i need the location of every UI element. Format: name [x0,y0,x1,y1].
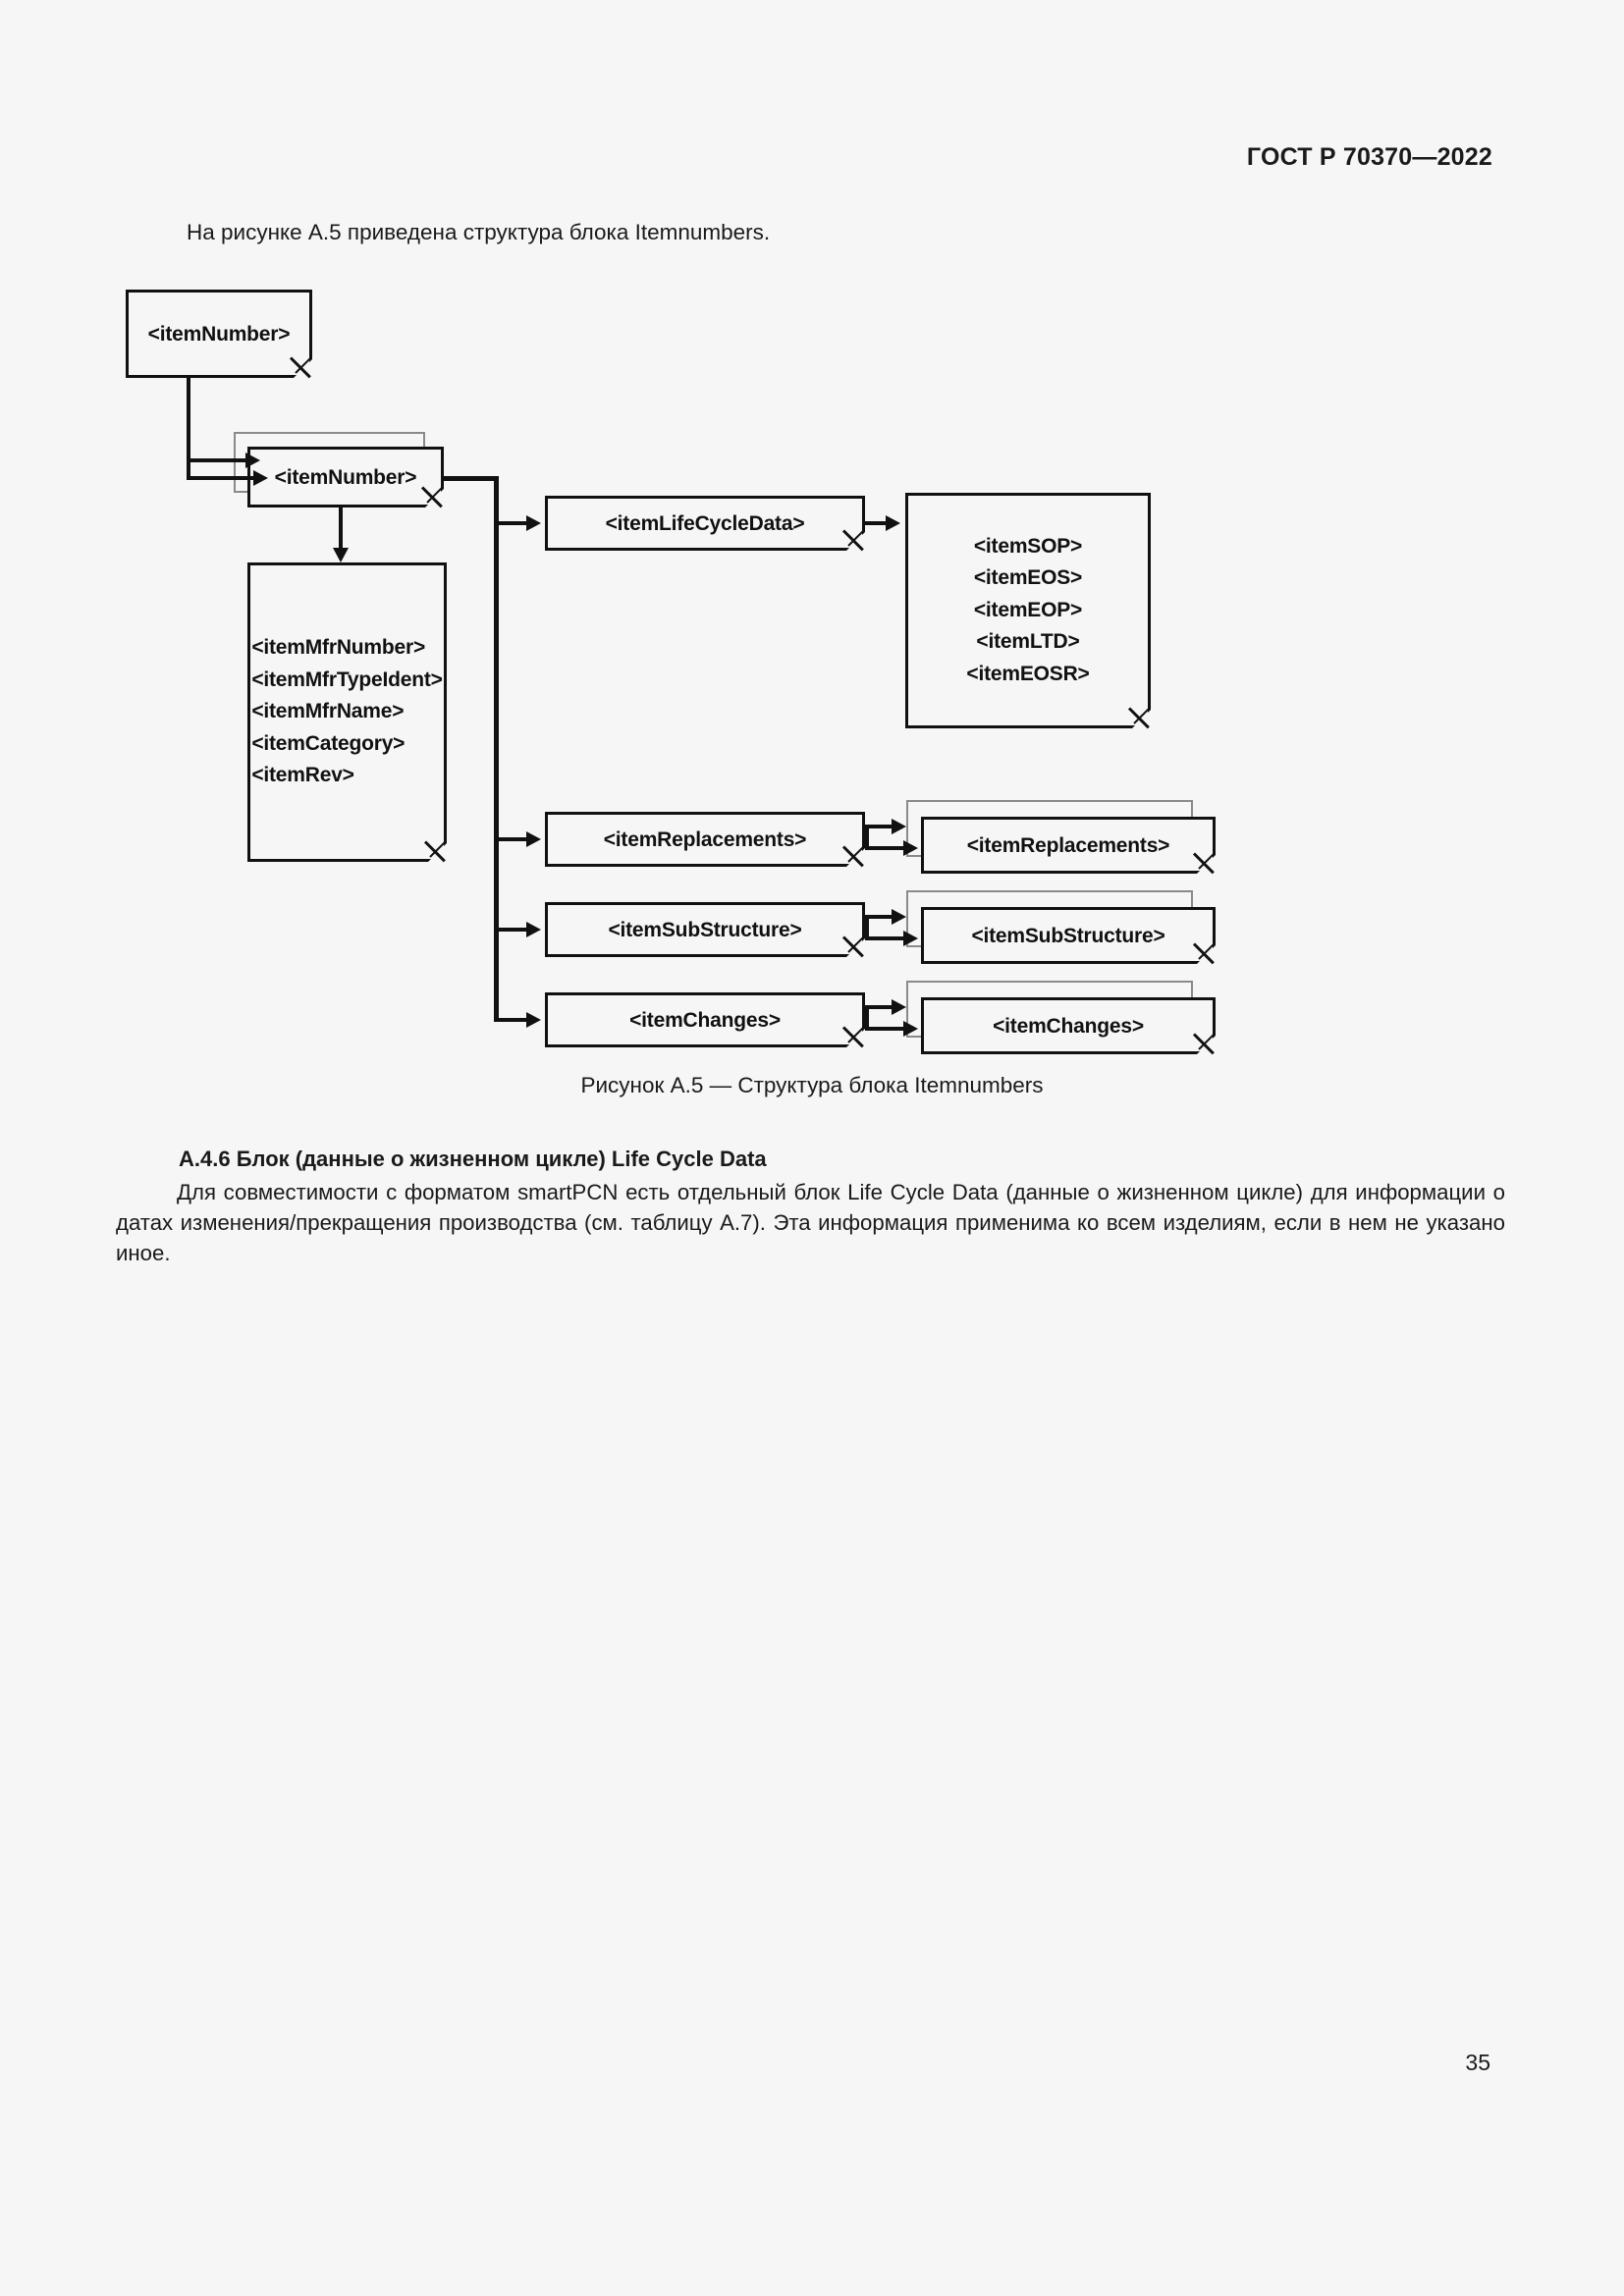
connector-trunk-horizontal [442,476,498,481]
connector-root-branch-lower [187,476,257,480]
connector-substructure-horizontal [865,915,895,919]
node-label-line: <itemCategory> [251,731,406,755]
connector-root-arrow-upper [245,453,260,468]
node-shape [905,493,1151,728]
node-label: <itemReplacements> [603,828,807,851]
connector-root-vertical [187,375,190,461]
intro-paragraph: На рисунке А.5 приведена структура блока… [187,220,771,244]
node-label: <itemChanges> [629,1008,781,1032]
node-label-list: <itemSOP> <itemEOS> <itemEOP> <itemLTD> … [960,531,1095,691]
connector-branch-substructure [494,928,529,932]
node-label-line: <itemSOP> [973,534,1083,558]
document-header-standard-number: ГОСТ Р 70370—2022 [1246,143,1492,171]
connector-replacements-horizontal-lower [865,846,907,850]
figure-a5-diagram: <itemNumber> <itemNumber> <itemMfrNumber… [98,265,1502,1080]
connector-replacements-horizontal [865,825,895,828]
node-item-number: <itemNumber> [247,447,444,507]
section-body-text: Для совместимости с форматом smartPCN ес… [116,1180,1505,1265]
connector-branch-changes [494,1018,529,1022]
node-root-item-number: <itemNumber> [126,290,312,378]
node-label-line: <itemMfrName> [251,700,405,723]
connector-branch-substructure-arrow [526,922,541,937]
connector-replacements-arrow-upper [892,819,906,834]
figure-caption: Рисунок А.5 — Структура блока Itemnumber… [580,1073,1044,1097]
node-label-list: <itemMfrNumber> <itemMfrTypeIdent> <item… [245,632,448,792]
connector-trunk-vertical [494,476,499,1022]
node-label-line: <itemMfrNumber> [251,636,426,660]
connector-changes-drop [865,1005,869,1031]
node-label-line: <itemLTD> [976,630,1080,654]
node-shape [545,812,865,867]
node-label: <itemSubStructure> [971,924,1165,947]
page-number: 35 [1465,2050,1490,2075]
node-shape [921,907,1216,964]
connector-lifecycle-to-group [865,521,889,525]
node-label: <itemChanges> [993,1014,1144,1038]
node-shape [247,562,447,862]
node-item-replacements: <itemReplacements> [545,812,865,867]
connector-lifecycle-to-group-arrow [886,515,900,531]
node-label: <itemLifeCycleData> [605,511,805,535]
node-label: <itemNumber> [274,465,417,489]
node-label-line: <itemMfrTypeIdent> [251,667,443,691]
node-shape [545,992,865,1047]
connector-branch-lifecycle [494,521,529,525]
connector-branch-changes-arrow [526,1012,541,1028]
node-label: <itemSubStructure> [608,918,802,941]
node-item-life-cycle-group: <itemSOP> <itemEOS> <itemEOP> <itemLTD> … [905,493,1151,728]
connector-changes-horizontal [865,1005,895,1009]
node-shape [921,997,1216,1054]
connector-replacements-arrow-lower [903,840,918,856]
node-label-line: <itemRev> [251,764,354,787]
node-shape [126,290,312,378]
connector-substructure-drop [865,915,869,940]
node-label-line: <itemEOP> [973,598,1083,621]
node-label-line: <itemEOS> [973,566,1083,590]
connector-branch-replacements [494,837,529,841]
connector-substructure-arrow-lower [903,931,918,946]
connector-branch-lifecycle-arrow [526,515,541,531]
node-item-changes: <itemChanges> [545,992,865,1047]
connector-branch-replacements-arrow [526,831,541,847]
node-shape [545,496,865,551]
connector-changes-arrow-lower [903,1021,918,1037]
connector-root-branch-drop [187,458,190,480]
node-label-line: <itemEOSR> [966,662,1090,685]
node-item-replacements-child: <itemReplacements> [921,817,1216,874]
node-item-life-cycle-data: <itemLifeCycleData> [545,496,865,551]
node-item-changes-child: <itemChanges> [921,997,1216,1054]
connector-substructure-horizontal-lower [865,936,907,940]
connector-item-number-to-mfr [339,506,343,553]
connector-root-branch-upper [187,458,247,462]
node-item-sub-structure-child: <itemSubStructure> [921,907,1216,964]
connector-mfr-arrowhead [333,548,349,562]
node-item-sub-structure: <itemSubStructure> [545,902,865,957]
connector-substructure-arrow-upper [892,909,906,925]
connector-changes-horizontal-lower [865,1027,907,1031]
section-heading: А.4.6 Блок (данные о жизненном цикле) Li… [179,1147,767,1171]
node-shape [545,902,865,957]
node-shape [921,817,1216,874]
node-label: <itemReplacements> [966,833,1170,857]
node-item-mfr-group: <itemMfrNumber> <itemMfrTypeIdent> <item… [247,562,447,862]
connector-replacements-drop [865,825,869,850]
node-label: <itemNumber> [147,322,291,346]
connector-root-arrow-lower [253,470,268,486]
connector-changes-arrow-upper [892,999,906,1015]
